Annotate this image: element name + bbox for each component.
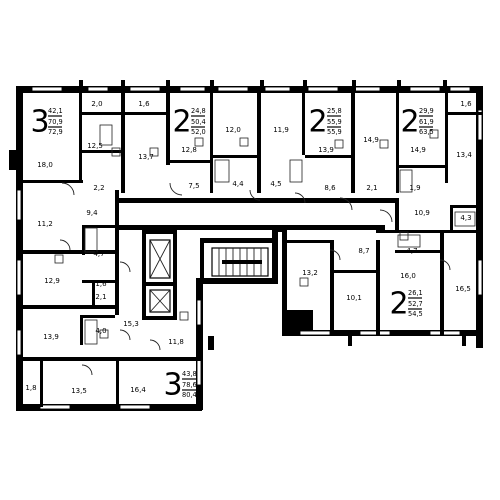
room-area-label: 4,4	[232, 180, 244, 188]
apartment-total-area-with-balcony: 63,5	[419, 128, 434, 136]
apartment-living-area: 25,8	[327, 107, 342, 115]
room-area-label: 15,3	[123, 320, 139, 328]
apartment-total-area: 52,7	[408, 300, 423, 308]
room-area-label: 1,6	[138, 100, 150, 108]
room-area-label: 1,8	[25, 384, 36, 392]
apartment-total-area-with-balcony: 52,0	[191, 128, 206, 136]
room-area-label: 16,5	[455, 285, 471, 293]
room-area-label: 18,0	[37, 161, 53, 169]
apartment-total-area: 50,4	[191, 118, 206, 126]
apartment-living-area: 26,1	[408, 289, 423, 297]
apartment-total-area-with-balcony: 55,9	[327, 128, 342, 136]
room-area-label: 10,1	[346, 294, 362, 302]
room-area-label: 1,8	[292, 318, 303, 326]
windows	[16, 86, 483, 410]
room-area-labels: 2,0 1,6 12,0 11,9 1,6 12,5 13,7 12,8 13,…	[25, 100, 472, 395]
room-area-label: 13,9	[318, 146, 334, 154]
room-area-label: 4,3	[460, 214, 471, 222]
room-area-label: 4,7	[406, 247, 417, 255]
apartment-rooms-count: 2	[308, 105, 327, 140]
balconies	[79, 80, 466, 350]
room-area-label: 11,9	[273, 126, 289, 134]
apartment-living-area: 42,1	[48, 107, 63, 115]
room-area-label: 13,4	[456, 151, 472, 159]
room-area-label: 2,2	[93, 184, 104, 192]
apartment-rooms-count: 3	[30, 105, 49, 140]
fixtures	[54, 124, 476, 376]
room-area-label: 2,1	[95, 293, 106, 301]
room-area-label: 11,8	[168, 338, 184, 346]
room-area-label: 13,5	[71, 387, 87, 395]
apartment-rooms-count: 3	[163, 368, 182, 403]
apartment-total-area: 55,9	[327, 118, 342, 126]
interior-walls	[23, 93, 483, 407]
apartment-rooms-count: 2	[389, 287, 408, 322]
room-area-label: 14,9	[410, 146, 426, 154]
apartment-living-area: 43,8	[182, 370, 197, 378]
room-area-label: 12,0	[225, 126, 241, 134]
room-area-label: 2,0	[91, 100, 102, 108]
room-area-label: 1,6	[95, 280, 107, 288]
apartment-rooms-count: 2	[400, 105, 419, 140]
apartment-total-area-with-balcony: 80,4	[182, 391, 197, 399]
room-area-label: 8,6	[324, 184, 336, 192]
room-area-label: 7,5	[188, 182, 199, 190]
apartment-total-area: 78,6	[182, 381, 197, 389]
room-area-label: 8,7	[358, 247, 369, 255]
apartment-total-area-with-balcony: 72,9	[48, 128, 63, 136]
apartment-labels: 3 42,1 70,9 72,9 2 24,8 50,4 52,0 2 25,8…	[30, 105, 433, 403]
room-area-label: 4,5	[270, 180, 281, 188]
apartment-living-area: 29,9	[419, 107, 434, 115]
room-area-label: 1,6	[460, 100, 472, 108]
room-area-label: 2,1	[366, 184, 377, 192]
room-area-label: 9,4	[86, 209, 98, 217]
room-area-label: 4,7	[93, 250, 104, 258]
room-area-label: 1,9	[409, 184, 420, 192]
apartment-living-area: 24,8	[191, 107, 206, 115]
apartment-total-area-with-balcony: 54,5	[408, 310, 423, 318]
room-area-label: 16,0	[400, 272, 416, 280]
room-area-label: 13,7	[138, 153, 154, 161]
room-area-label: 12,9	[44, 277, 60, 285]
room-area-label: 13,9	[43, 333, 59, 341]
room-area-label: 11,2	[37, 220, 53, 228]
apartment-total-area: 61,9	[419, 118, 434, 126]
room-area-label: 13,2	[302, 269, 318, 277]
room-area-label: 4,0	[95, 327, 106, 335]
apartment-rooms-count: 2	[172, 105, 191, 140]
room-area-label: 12,8	[181, 146, 197, 154]
room-area-label: 12,5	[87, 142, 103, 150]
room-area-label: 14,9	[363, 136, 379, 144]
room-area-label: 10,9	[414, 209, 430, 217]
room-area-label: 16,4	[130, 386, 146, 394]
apartment-total-area: 70,9	[48, 118, 63, 126]
